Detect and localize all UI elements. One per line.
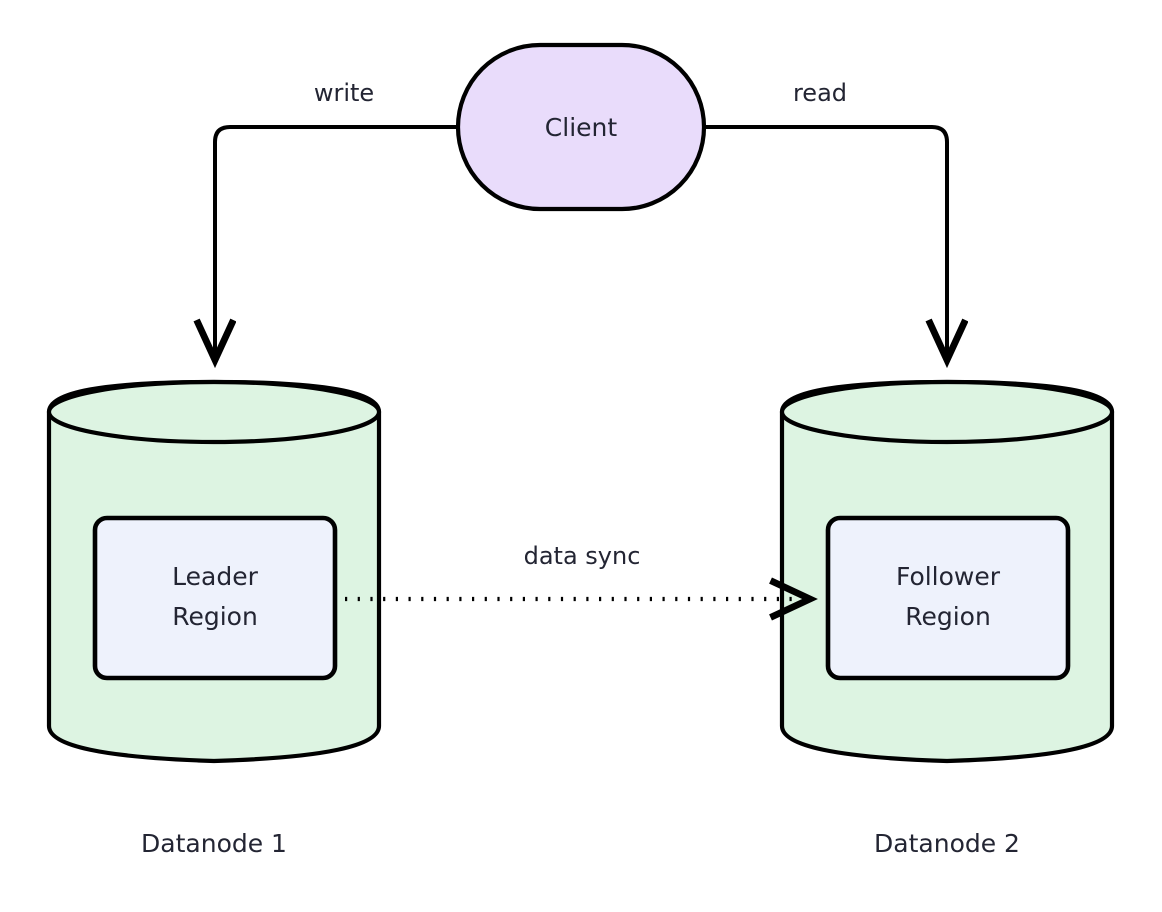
follower-region-box[interactable]: Follower Region xyxy=(825,515,1071,681)
edge-label-read: read xyxy=(793,79,847,107)
edge-label-data-sync: data sync xyxy=(524,542,641,570)
node-datanode-2[interactable]: Follower Region Datanode 2 xyxy=(779,379,1115,858)
edge-client-to-follower: read xyxy=(704,79,947,360)
follower-region-shape[interactable] xyxy=(825,515,1071,681)
follower-region-label-line2: Region xyxy=(905,602,991,631)
datanode-1-cylinder-top xyxy=(46,379,382,445)
datanode-2-cylinder-top xyxy=(779,379,1115,445)
edge-leader-to-follower: data sync xyxy=(345,542,818,621)
datanode-1-caption: Datanode 1 xyxy=(141,829,287,858)
edge-read-path xyxy=(704,125,947,360)
node-datanode-1[interactable]: Leader Region Datanode 1 xyxy=(46,379,382,858)
client-label: Client xyxy=(545,113,618,142)
follower-region-label-line1: Follower xyxy=(896,562,1001,591)
leader-region-shape[interactable] xyxy=(92,515,338,681)
client-shape[interactable] xyxy=(455,42,707,212)
leader-region-label-line1: Leader xyxy=(172,562,258,591)
edge-client-to-leader: write xyxy=(215,79,458,360)
edge-write-path xyxy=(215,125,458,360)
leader-region-box[interactable]: Leader Region xyxy=(92,515,338,681)
node-client[interactable]: Client xyxy=(455,42,707,212)
leader-region-label-line2: Region xyxy=(172,602,258,631)
datanode-2-caption: Datanode 2 xyxy=(874,829,1020,858)
edge-label-write: write xyxy=(314,79,374,107)
